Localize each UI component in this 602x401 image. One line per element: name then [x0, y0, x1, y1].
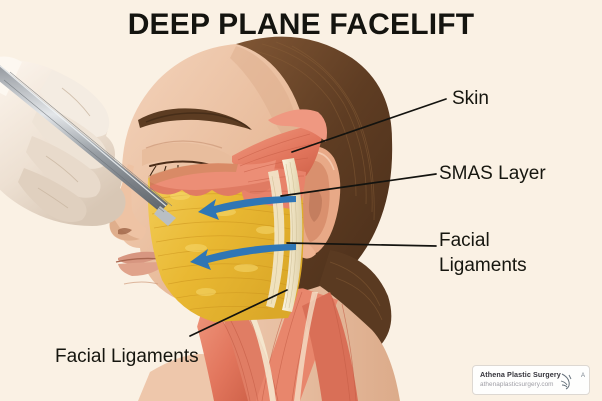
- ear-canal: [308, 190, 322, 222]
- tendon-stripe-2: [294, 292, 318, 401]
- leader-line-smas: [280, 173, 437, 197]
- nostril: [118, 228, 132, 235]
- lower-lip: [118, 262, 168, 276]
- leader-lines: [189, 98, 447, 337]
- flap-shadow: [148, 163, 238, 186]
- finger-index: [40, 70, 110, 138]
- eye-crease: [145, 140, 223, 149]
- shoulder-left: [138, 354, 220, 401]
- label-smas-layer: SMAS Layer: [439, 163, 546, 184]
- facial-ligament-band-2: [266, 170, 285, 308]
- athena-logo-icon: [560, 373, 572, 390]
- leader-line-facial-ligaments-right: [286, 242, 437, 247]
- leader-line-skin: [291, 98, 447, 153]
- label-facial-ligaments-right-line1: Facial: [439, 230, 490, 251]
- finger-pinky: [18, 168, 87, 222]
- trapezius-band: [302, 292, 358, 401]
- finger-ring: [26, 136, 101, 198]
- upper-eyelid: [142, 142, 242, 168]
- hair-strands: [249, 41, 383, 321]
- neck-muscle-group: [192, 286, 358, 401]
- watermark-badge[interactable]: Athena Plastic Surgery athenaplasticsurg…: [472, 365, 590, 395]
- nose: [109, 164, 146, 242]
- smas-flap-edge: [150, 160, 276, 190]
- nose-shadow: [109, 216, 140, 241]
- label-facial-ligaments-right-line2: Ligaments: [439, 255, 527, 276]
- leader-line-facial-ligaments-bottom: [189, 289, 288, 337]
- eyebrow: [138, 108, 252, 130]
- lift-arrow-lower: [190, 244, 296, 270]
- surgical-instrument: [0, 65, 176, 226]
- label-skin: Skin: [452, 88, 489, 109]
- label-facial-ligaments-bottom: Facial Ligaments: [55, 346, 199, 367]
- watermark-url: athenaplasticsurgery.com: [480, 381, 554, 388]
- watermark-letter-mark: A: [580, 373, 585, 379]
- chin-crease: [123, 281, 159, 285]
- smas-upper-temporal: [268, 109, 327, 142]
- tendon-stripe-1: [244, 300, 276, 401]
- smas-muscle-layer: [232, 127, 322, 176]
- lift-arrow-upper: [198, 196, 296, 220]
- eyebrow-hairs: [145, 112, 251, 130]
- smas-flap-scallop: [150, 180, 272, 196]
- watermark-practice-name: Athena Plastic Surgery: [480, 370, 561, 379]
- platysma-band-1: [192, 298, 252, 401]
- page-title: DEEP PLANE FACELIFT: [127, 8, 475, 41]
